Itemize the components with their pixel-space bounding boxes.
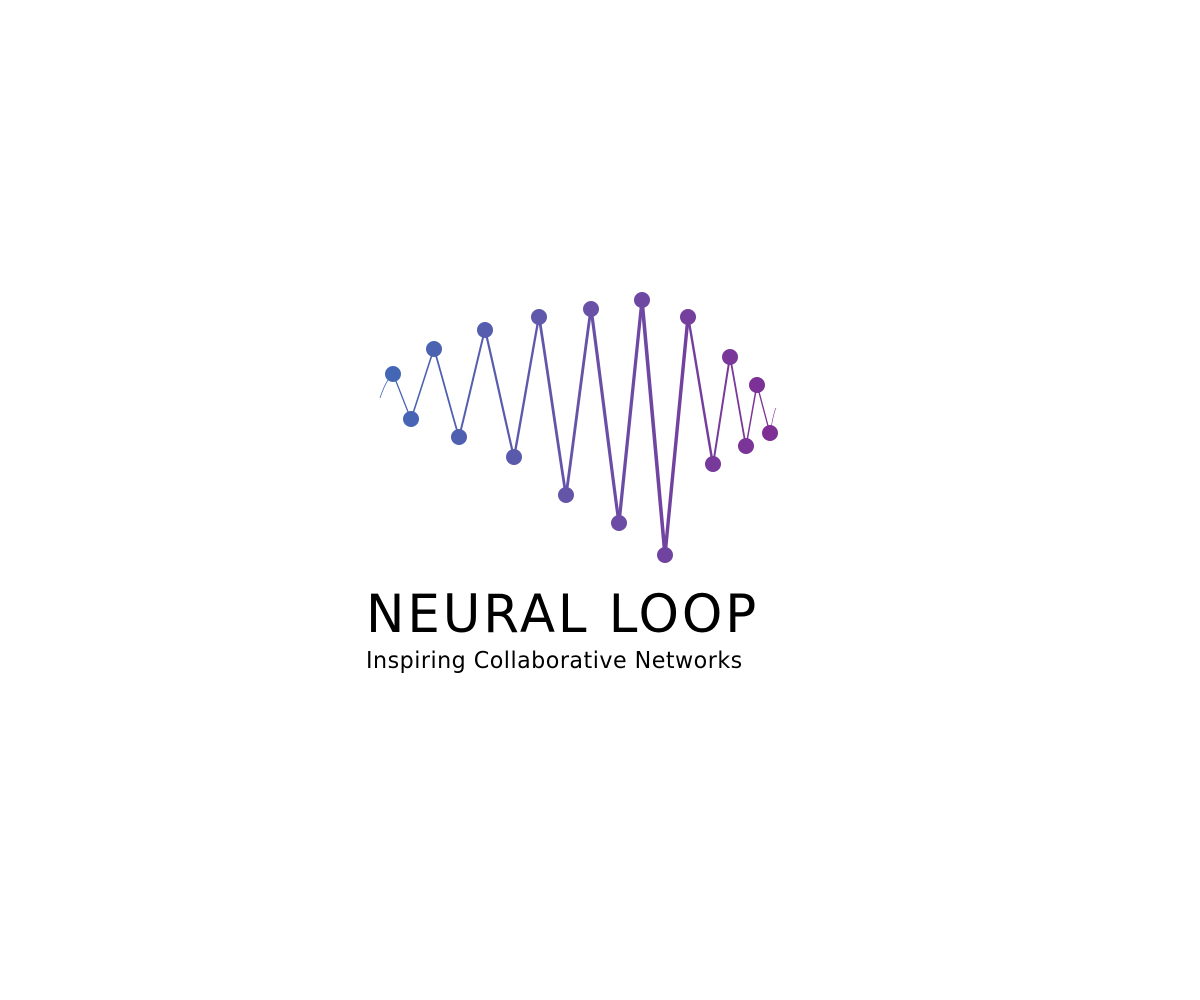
wave-node <box>451 429 467 445</box>
wave-node <box>634 292 650 308</box>
wave-node <box>385 366 401 382</box>
wave-node-group <box>385 292 778 563</box>
wave-segment <box>617 299 644 524</box>
wave-segment <box>458 329 486 438</box>
wave-segment <box>712 356 731 465</box>
wave-node <box>657 547 673 563</box>
wave-node <box>705 456 721 472</box>
wave-node <box>558 487 574 503</box>
wave-segment <box>564 308 593 496</box>
wave-segment <box>589 308 621 524</box>
wave-node <box>403 411 419 427</box>
wave-segment <box>410 348 435 420</box>
wave-node <box>477 322 493 338</box>
wave-segment <box>745 384 758 447</box>
wave-node <box>531 309 547 325</box>
wave-segment <box>483 329 516 458</box>
wave-segment <box>512 316 541 458</box>
wave-segment <box>663 316 690 556</box>
wave-node <box>722 349 738 365</box>
wave-node <box>506 449 522 465</box>
wave-segment <box>433 348 460 438</box>
wave-node <box>680 309 696 325</box>
wave-node <box>611 515 627 531</box>
wave-segment <box>686 316 715 465</box>
wave-segment <box>729 356 747 447</box>
wave-node <box>583 301 599 317</box>
wave-node <box>738 438 754 454</box>
wave-segment <box>640 299 667 556</box>
wave-node <box>426 341 442 357</box>
brand-name: NEURAL LOOP <box>366 584 760 645</box>
neural-loop-wave-icon <box>379 292 778 563</box>
wave-segment <box>537 316 568 496</box>
wordmark: NEURAL LOOP Inspiring Collaborative Netw… <box>366 583 806 675</box>
tagline: Inspiring Collaborative Networks <box>366 648 743 674</box>
wave-node <box>762 425 778 441</box>
wave-node <box>749 377 765 393</box>
wave-line-group <box>379 299 777 556</box>
